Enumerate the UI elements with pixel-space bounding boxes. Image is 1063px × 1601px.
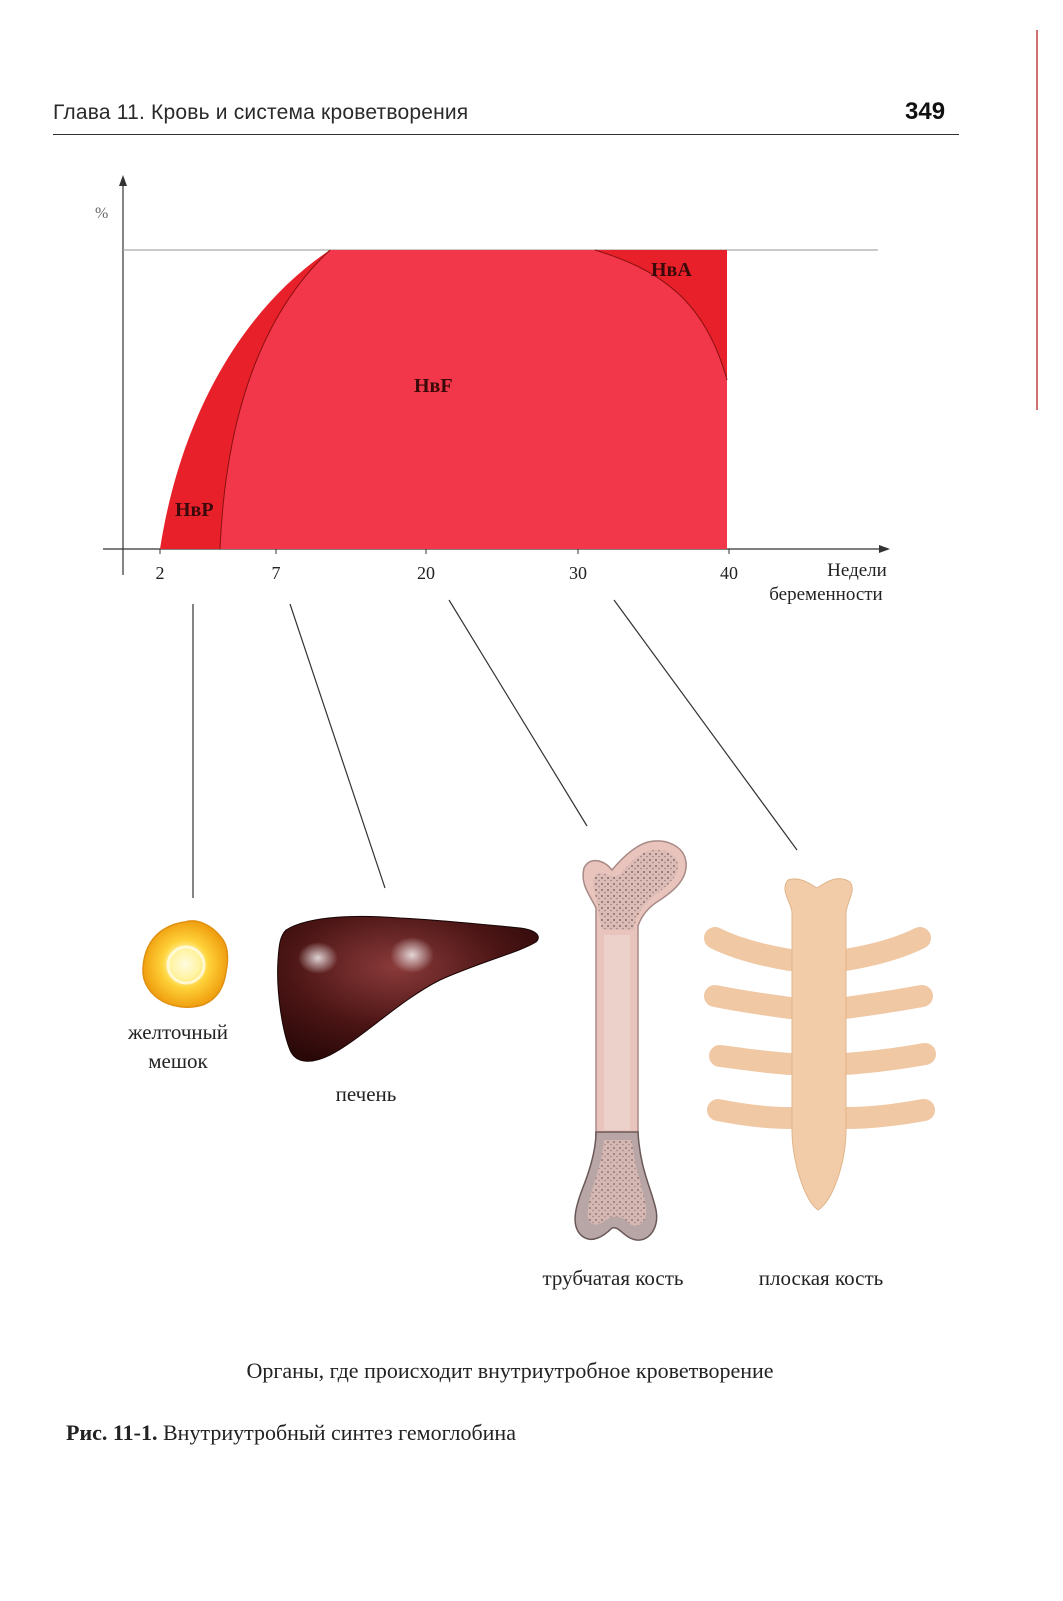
y-axis-label: % xyxy=(95,205,108,222)
organ-label-long-bone: трубчатая кость xyxy=(542,1266,684,1290)
organ-label-liver: печень xyxy=(335,1082,397,1106)
flat-bone-icon xyxy=(704,927,936,1129)
connector-flat-bone xyxy=(613,599,798,851)
organ-label-yolk-sac-line1: желточный xyxy=(127,1020,229,1044)
figure-caption: Рис. 11-1. Внутриутробный синтез гемогло… xyxy=(66,1420,516,1446)
x-tick-label: 20 xyxy=(417,563,435,583)
x-tick-label: 7 xyxy=(272,563,281,583)
x-tick-label: 2 xyxy=(156,563,165,583)
organs-caption: Органы, где происходит внутриутробное кр… xyxy=(246,1358,774,1383)
connector-long-bone xyxy=(448,599,588,827)
hbp-boundary xyxy=(219,249,331,550)
sternum-shape xyxy=(784,878,853,1211)
organ-label-flat-bone: плоская кость xyxy=(758,1266,884,1290)
x-axis-arrow-icon xyxy=(879,545,890,553)
x-tick-group: 2 7 20 30 40 xyxy=(156,549,738,583)
figure-title: Внутриутробный синтез гемоглобина xyxy=(157,1420,516,1445)
series-label-hbf: HвF xyxy=(414,375,453,397)
running-header: Глава 11. Кровь и система кроветворения xyxy=(53,101,469,124)
x-tick-label: 40 xyxy=(720,563,738,583)
yolk-sac-icon xyxy=(142,920,229,1008)
hba-boundary xyxy=(594,249,728,381)
figure-number: Рис. 11-1. xyxy=(66,1420,158,1445)
long-bone-icon xyxy=(574,840,687,1241)
organ-label-yolk-sac: желточный мешок xyxy=(98,1020,258,1074)
page-number: 349 xyxy=(905,98,946,125)
x-axis-label-line1: Недели xyxy=(827,560,887,581)
series-label-hba: HвA xyxy=(651,259,692,281)
header-rule xyxy=(53,134,959,135)
x-tick-label: 30 xyxy=(569,563,587,583)
page-edge-mark xyxy=(1036,30,1038,410)
connector-liver xyxy=(289,603,386,889)
liver-icon xyxy=(277,915,539,1062)
series-label-hbp: HвP xyxy=(175,499,214,521)
x-axis-label-line2: беременности xyxy=(769,584,882,605)
area-hbf xyxy=(220,250,727,549)
y-axis-arrow-icon xyxy=(119,175,127,186)
organ-label-yolk-sac-line2: мешок xyxy=(148,1049,208,1073)
